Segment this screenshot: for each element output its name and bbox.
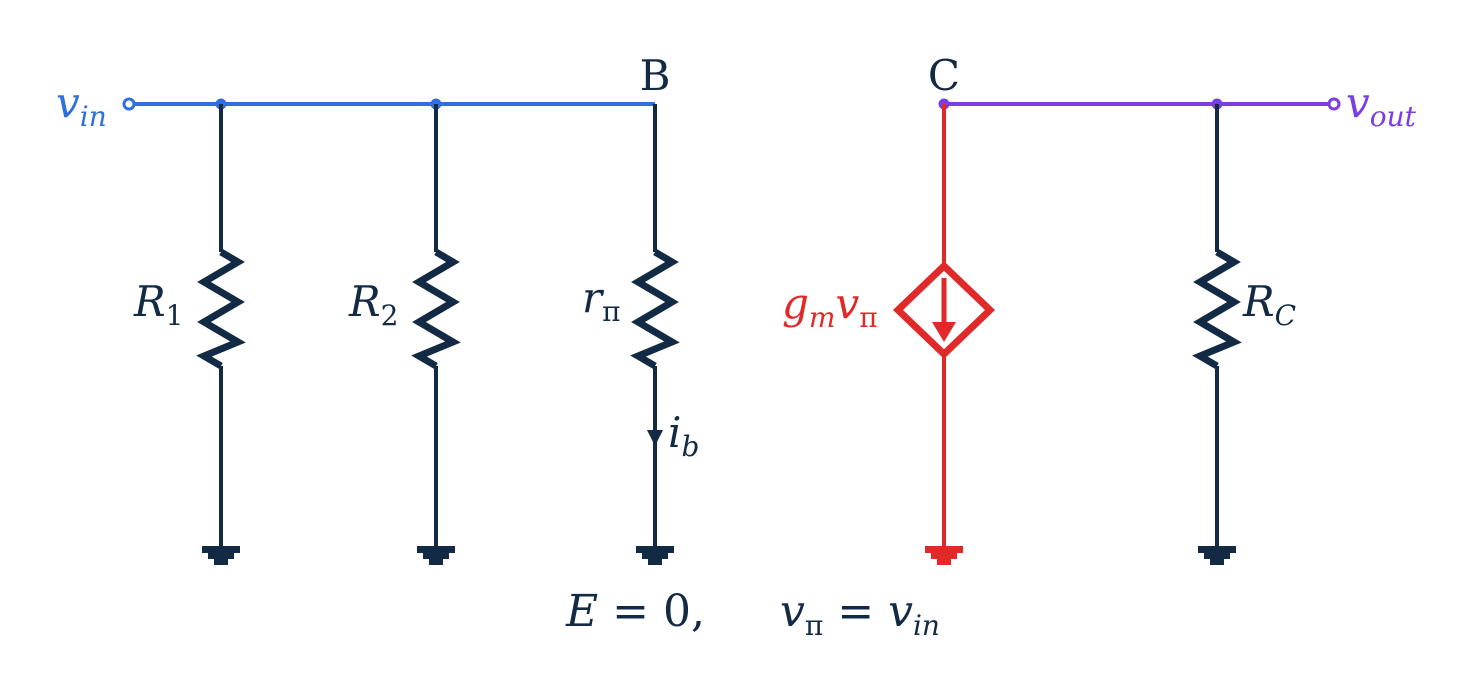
ground-icon [636,546,674,565]
r2-branch [411,104,461,548]
resistor-icon [196,248,246,370]
source-label: gmvπ [782,279,878,334]
r1-label: R1 [133,277,183,332]
current-arrow-icon [647,430,663,446]
resistor-icon [630,248,680,370]
input-terminal-label: vin [56,78,107,133]
rc-branch [1192,104,1242,548]
r1-branch [196,104,246,548]
output-terminal-label: vout [1346,78,1417,133]
ground-icon [925,546,963,565]
input-terminal-node [122,97,136,111]
r2-label: R2 [348,277,398,332]
ground-icon [1198,546,1236,565]
ground-icon [417,546,455,565]
rpi-label: rπ [582,273,620,328]
equation-e-zero: E = 0, [565,586,705,637]
output-terminal-node [1327,97,1341,111]
rpi-branch [630,104,680,548]
ground-icon [202,546,240,565]
base-node-label: B [640,51,671,100]
resistor-icon [1192,248,1242,370]
dependent-current-source-icon [892,261,996,359]
ib-current-label: ib [668,408,699,463]
resistor-icon [411,248,461,370]
collector-node-label: C [928,51,960,100]
rc-label: RC [1242,277,1296,332]
equation-vpi-vin: vπ = vin [780,586,940,642]
